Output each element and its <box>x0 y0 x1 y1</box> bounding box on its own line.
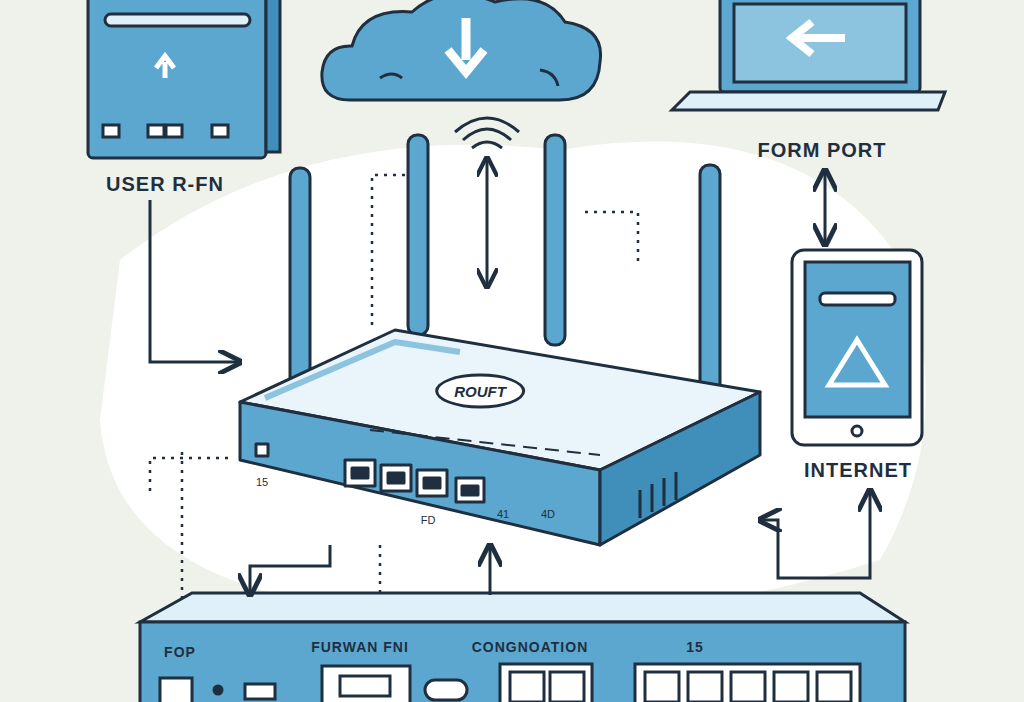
signal-arrow <box>486 160 489 285</box>
tablet-icon <box>792 250 922 445</box>
cloud-icon <box>322 0 601 100</box>
wifi-symbol <box>455 118 519 148</box>
background-blob <box>100 142 926 618</box>
tablet-node: INTERNET <box>785 245 930 490</box>
switch-node: FOP FURWAN FNI CONGNOATION 15 <box>140 595 910 702</box>
port-socket <box>645 672 679 702</box>
connector-arrow <box>489 545 492 595</box>
port-number: 41 <box>497 508 509 520</box>
node-label: CONGNOATION <box>472 639 589 655</box>
port-socket <box>731 672 765 702</box>
port-socket <box>550 672 584 702</box>
laptop-icon <box>672 0 945 110</box>
port-number: 15 <box>256 476 268 488</box>
node-label: USER R-FN <box>106 173 224 196</box>
port-number: 4D <box>541 508 555 520</box>
server-node: USER R-FN <box>80 0 290 200</box>
node-label: FOP <box>164 644 196 660</box>
node-label: ROUFT <box>435 374 525 409</box>
port-socket <box>774 672 808 702</box>
connector-arrow <box>760 490 870 578</box>
port-number: FD <box>421 514 436 526</box>
connector-arrow <box>250 545 330 595</box>
node-label: FORM PORT <box>758 139 887 162</box>
server-icon <box>88 0 280 158</box>
connector-arrow <box>150 200 240 362</box>
switch-ports <box>510 672 851 702</box>
node-label: FURWAN FNI <box>311 639 409 655</box>
laptop-node: FORM PORT <box>665 0 950 170</box>
port-socket <box>510 672 544 702</box>
connector-arrow <box>824 170 827 245</box>
network-switch <box>140 593 905 702</box>
node-label: INTERNET <box>804 459 912 482</box>
port-socket <box>688 672 722 702</box>
node-label: 15 <box>686 639 704 655</box>
port-socket <box>817 672 851 702</box>
router-body <box>240 330 760 545</box>
